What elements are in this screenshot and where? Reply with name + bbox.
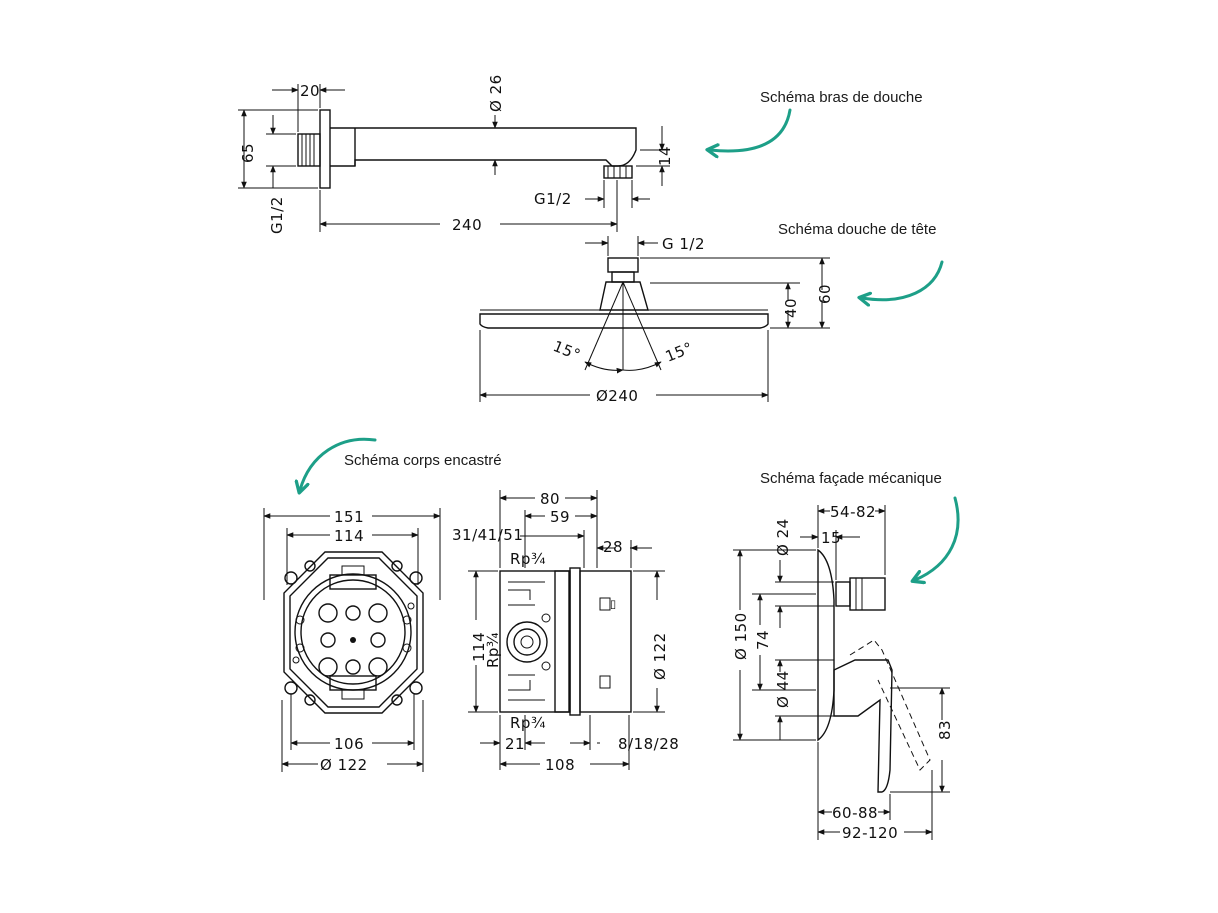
dim-facade-60: 60-88	[832, 804, 878, 822]
facade-drawing: 54-82 15 Ø 24 Ø 150 74 Ø 44 83 6	[732, 503, 954, 842]
label-head: Schéma douche de tête	[778, 221, 936, 238]
head-shower-drawing: 15° 15° G 1/2 60 40 Ø240	[479, 235, 834, 405]
dim-body-rp-bottom: Rp¾	[510, 714, 546, 732]
dim-head-15-right: 15°	[663, 338, 696, 365]
label-facade: Schéma façade mécanique	[760, 470, 942, 487]
dim-body-31: 31/41/51	[452, 526, 523, 544]
dim-facade-15: 15	[821, 529, 841, 547]
dim-body-108: 108	[545, 756, 575, 774]
dim-head-240: Ø240	[596, 387, 638, 405]
arrow-body-icon	[300, 437, 377, 490]
dim-head-60: 60	[816, 284, 834, 304]
arrow-facade-icon	[915, 496, 960, 580]
body-front-drawing: 151 114 106 Ø 122	[263, 508, 441, 774]
body-side-drawing: ▭ 80 59 31/41/51 28 Rp¾ 114 Rp¾ Ø 122	[452, 490, 679, 774]
dim-arm-g12-right: G1/2	[534, 190, 572, 208]
dim-head-g12: G 1/2	[662, 235, 705, 253]
dim-facade-92: 92-120	[842, 824, 898, 842]
dim-arm-65: 65	[239, 143, 257, 163]
dim-arm-20: 20	[300, 82, 320, 100]
dim-body-59: 59	[550, 508, 570, 526]
svg-text:▭: ▭	[606, 600, 619, 610]
arrow-head-icon	[862, 260, 944, 300]
dim-facade-24: Ø 24	[774, 518, 792, 556]
dim-body-8: 8/18/28	[618, 735, 679, 753]
dim-body-28: 28	[603, 538, 623, 556]
dim-arm-g12-left: G1/2	[268, 196, 286, 234]
dim-facade-44: Ø 44	[774, 670, 792, 708]
dim-body-114-side: 114	[470, 632, 488, 662]
arrow-arm-icon	[710, 108, 792, 151]
dim-body-122: Ø 122	[320, 756, 368, 774]
label-body: Schéma corps encastré	[344, 452, 502, 469]
dim-body-80: 80	[540, 490, 560, 508]
label-arm: Schéma bras de douche	[760, 89, 923, 106]
dim-arm-26: Ø 26	[487, 74, 505, 112]
dim-facade-74: 74	[754, 630, 772, 650]
dim-facade-54: 54-82	[830, 503, 876, 521]
dim-body-rp-side: Rp¾	[484, 632, 502, 668]
dim-arm-14: 14	[656, 146, 674, 166]
dim-body-21: 21	[505, 735, 525, 753]
shower-arm-drawing: 20 Ø 26 65 G1/2 14 G1/2 240	[238, 74, 674, 234]
dim-body-114: 114	[334, 527, 364, 545]
dim-head-40: 40	[782, 298, 800, 318]
dim-arm-240: 240	[452, 216, 482, 234]
dim-body-151: 151	[334, 508, 364, 526]
dim-head-15-left: 15°	[551, 337, 584, 364]
dim-facade-83: 83	[936, 720, 954, 740]
dim-body-122-side: Ø 122	[651, 632, 669, 680]
dim-facade-150: Ø 150	[732, 612, 750, 660]
dim-body-106: 106	[334, 735, 364, 753]
dim-body-rp-top: Rp¾	[510, 550, 546, 568]
